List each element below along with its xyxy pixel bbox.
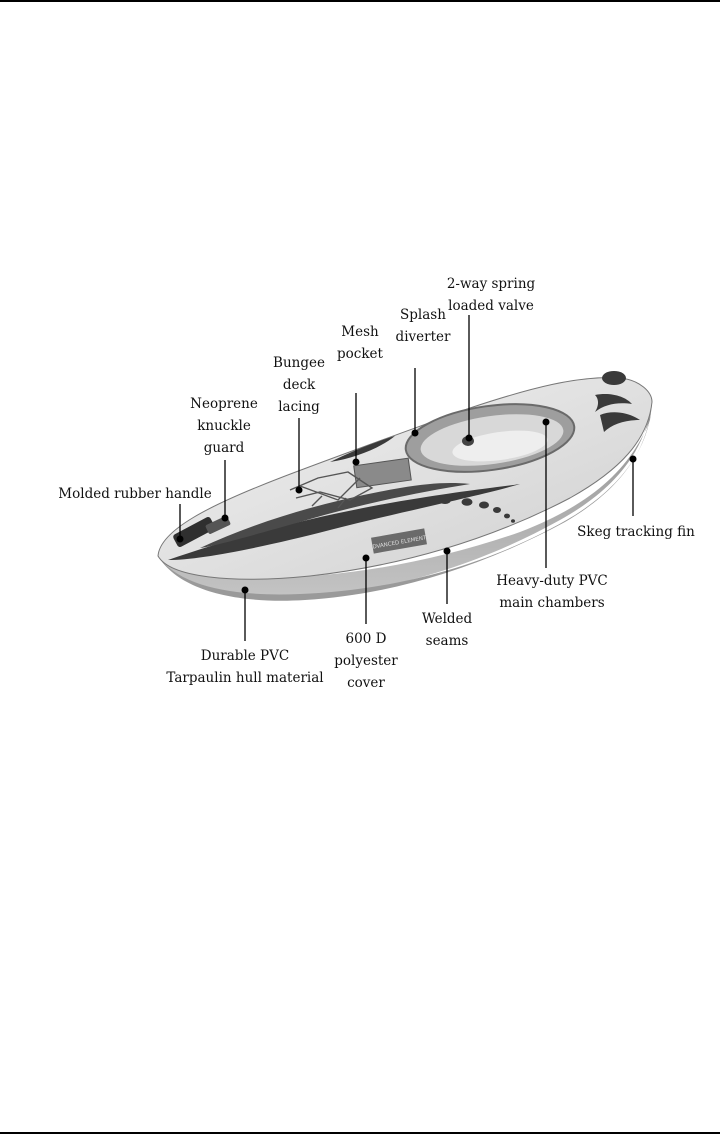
callout-text: seams — [414, 630, 480, 652]
callout-text: 600 D — [328, 628, 404, 650]
callout-bungee-lacing: Bungee deck lacing — [269, 352, 329, 418]
callout-text: guard — [184, 437, 264, 459]
callout-neoprene-guard: Neoprene knuckle guard — [184, 393, 264, 459]
callout-text: Molded rubber handle — [55, 483, 215, 505]
callout-pvc-chambers: Heavy-duty PVC main chambers — [490, 570, 614, 614]
callout-polyester-cover: 600 D polyester cover — [328, 628, 404, 694]
callout-mesh-pocket: Mesh pocket — [330, 321, 390, 365]
stern-cap — [602, 371, 626, 385]
callout-text: deck — [269, 374, 329, 396]
callout-skeg-fin: Skeg tracking fin — [575, 521, 697, 543]
callout-splash-diverter: Splash diverter — [388, 304, 458, 348]
callout-text: Welded — [414, 608, 480, 630]
callout-text: diverter — [388, 326, 458, 348]
callout-text: knuckle — [184, 415, 264, 437]
callout-welded-seams: Welded seams — [414, 608, 480, 652]
callout-text: Bungee — [269, 352, 329, 374]
callout-text: Skeg tracking fin — [575, 521, 697, 543]
callout-text: cover — [328, 672, 404, 694]
callout-text: polyester — [328, 650, 404, 672]
callout-text: main chambers — [490, 592, 614, 614]
callout-text: Durable PVC — [162, 645, 328, 667]
callout-text: Tarpaulin hull material — [162, 667, 328, 689]
callout-text: pocket — [330, 343, 390, 365]
callout-text: lacing — [269, 396, 329, 418]
callout-molded-handle: Molded rubber handle — [55, 483, 215, 505]
callout-text: Heavy-duty PVC — [490, 570, 614, 592]
callout-text: 2-way spring — [431, 273, 551, 295]
callout-text: Neoprene — [184, 393, 264, 415]
callout-pvc-hull: Durable PVC Tarpaulin hull material — [162, 645, 328, 689]
callout-text: Splash — [388, 304, 458, 326]
callout-text: Mesh — [330, 321, 390, 343]
